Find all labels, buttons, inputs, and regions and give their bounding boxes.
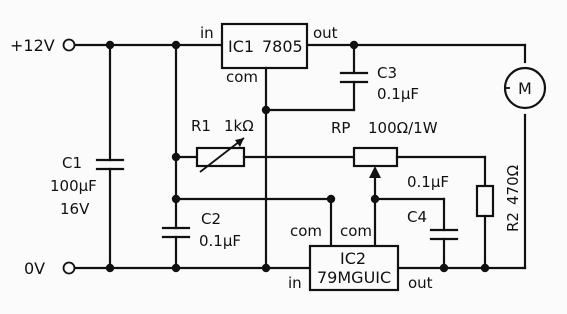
r2-ref-label: R2: [504, 212, 522, 232]
positive-terminal-label: +12V: [10, 36, 55, 55]
r2-value-label: 470Ω: [504, 165, 522, 205]
rp-value-label: 100Ω/1W: [368, 119, 438, 137]
r1-ref-label: R1: [191, 117, 211, 135]
c4-ref-label: C4: [407, 208, 427, 226]
c2-value-label: 0.1µF: [199, 232, 241, 250]
c3-value-label: 0.1µF: [377, 85, 419, 103]
ic2-regulator: [308, 244, 400, 292]
ic1-pin-in-label: in: [200, 24, 214, 42]
ic1-pin-com-label: com: [226, 68, 258, 86]
r2-resistor: [475, 184, 495, 270]
c4-value-label: 0.1µF: [407, 173, 449, 191]
ic2-name-label: IC2: [340, 249, 366, 268]
r1-value-label: 1kΩ: [224, 117, 254, 135]
ic2-pin-in-label: in: [288, 274, 302, 292]
c1-ref-label: C1: [62, 154, 82, 172]
ground-terminal[interactable]: [62, 261, 76, 275]
ic1-pin-out-label: out: [313, 24, 338, 42]
motor: [503, 66, 547, 110]
ic1-name-label: IC1: [228, 37, 254, 56]
rp-ref-label: RP: [331, 119, 350, 137]
c4-capacitor: [373, 197, 459, 270]
ground-rail: [62, 113, 527, 275]
positive-terminal[interactable]: [62, 38, 76, 52]
ground-terminal-label: 0V: [24, 259, 45, 278]
positive-rail: [62, 38, 527, 64]
ic2-pin-com-left-label: com: [290, 222, 322, 240]
rp-potentiometer: [352, 146, 487, 248]
ic2-part-label: 79MGUIC: [317, 268, 391, 287]
c2-ref-label: C2: [201, 210, 221, 228]
c3-capacitor: [264, 43, 369, 112]
c3-ref-label: C3: [377, 64, 397, 82]
com-row: [174, 197, 333, 248]
junctions: [105, 40, 490, 273]
ic2-pin-out-label: out: [408, 274, 433, 292]
rp-wiper-arrow: [369, 166, 381, 178]
r1-resistor: [174, 137, 356, 173]
ic1-part-label: 7805: [262, 37, 303, 56]
c1-capacitor: [95, 43, 125, 270]
c1-value-label: 100µF: [50, 177, 97, 195]
ic1-regulator: [220, 22, 309, 270]
ic2-pin-com-right-label: com: [340, 222, 372, 240]
c1-voltage-label: 16V: [60, 200, 90, 218]
motor-symbol-label: M: [518, 79, 532, 98]
